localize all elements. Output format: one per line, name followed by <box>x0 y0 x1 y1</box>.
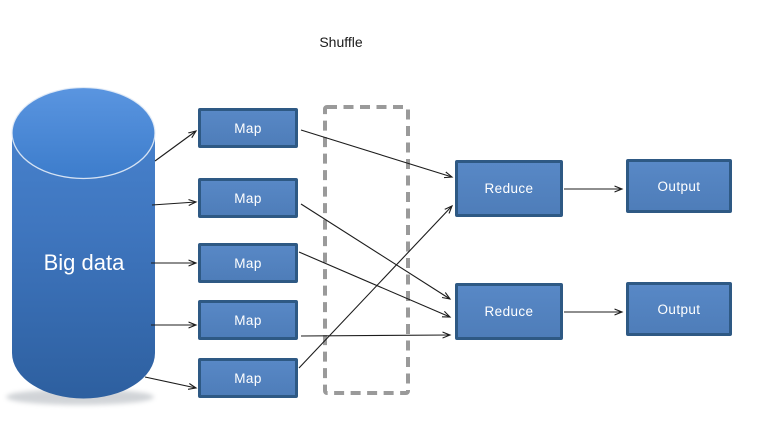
cylinder-body <box>12 133 155 399</box>
connector-layer <box>144 129 622 388</box>
output-node-2: Output <box>626 282 732 336</box>
shuffle-region-outline <box>323 105 410 395</box>
cylinder-top-ellipse <box>11 86 156 180</box>
reduce-node-1-label: Reduce <box>484 181 534 196</box>
output-node-1-label: Output <box>657 178 701 194</box>
reduce-node-1: Reduce <box>455 160 563 217</box>
edge-map1-reduce1 <box>300 129 452 177</box>
output-node-2-label: Output <box>657 301 701 317</box>
shuffle-label: Shuffle <box>319 34 363 50</box>
map-node-5-label: Map <box>234 370 262 386</box>
reduce-node-2-label: Reduce <box>484 304 534 319</box>
edge-map5-reduce1 <box>298 206 452 369</box>
map-node-3-label: Map <box>234 255 262 271</box>
reduce-node-2: Reduce <box>455 283 563 340</box>
edge-bigdata-map5 <box>144 376 196 388</box>
map-node-4-label: Map <box>234 312 262 328</box>
output-node-1: Output <box>626 159 732 213</box>
map-node-5: Map <box>198 358 298 398</box>
edge-map3-reduce2 <box>298 251 450 317</box>
map-node-3: Map <box>198 243 298 283</box>
map-node-1: Map <box>198 108 298 148</box>
edge-bigdata-map2 <box>151 202 196 205</box>
big-data-cylinder <box>6 86 156 405</box>
map-node-2: Map <box>198 178 298 218</box>
edge-bigdata-map1 <box>154 131 196 162</box>
map-node-2-label: Map <box>234 190 262 206</box>
big-data-label: Big data <box>43 250 125 275</box>
map-node-4: Map <box>198 300 298 340</box>
edge-map2-reduce2 <box>300 203 450 299</box>
map-node-1-label: Map <box>234 120 262 136</box>
edge-map4-reduce2 <box>300 335 450 336</box>
